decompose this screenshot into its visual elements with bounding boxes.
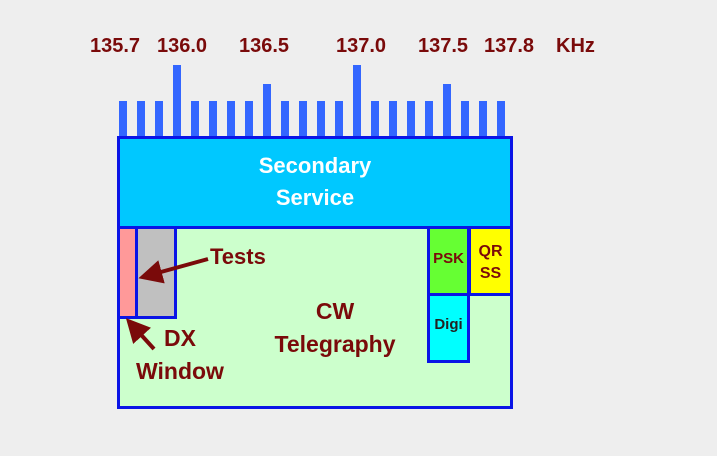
tick-minor (497, 101, 505, 137)
qrss-line1: QR (478, 243, 503, 260)
tick-minor (317, 101, 325, 137)
tick-medium (263, 84, 271, 137)
tick-minor (155, 101, 163, 137)
freq-label-137-5: 137.5 (418, 35, 469, 57)
qrss-line2: SS (479, 265, 502, 282)
digi-segment (427, 293, 470, 363)
tick-minor (389, 101, 397, 137)
secondary-line1: Secondary (258, 153, 372, 178)
tests-label: Tests (210, 244, 266, 269)
freq-unit-label: KHz (556, 35, 595, 57)
psk-label: PSK (433, 250, 464, 267)
frequency-ticks (119, 65, 505, 137)
qrss-label: QR SS (468, 241, 513, 285)
secondary-line2: Service (275, 185, 355, 210)
cw-line1: CW (315, 298, 355, 324)
tests-segment (135, 226, 177, 319)
tick-minor (407, 101, 415, 137)
cw-line2: Telegraphy (274, 331, 396, 357)
tick-minor (479, 101, 487, 137)
tick-minor (191, 101, 199, 137)
tick-minor (119, 101, 127, 137)
tick-minor (209, 101, 217, 137)
digi-label: Digi (434, 316, 463, 333)
tick-minor (137, 101, 145, 137)
qrss-segment (468, 226, 513, 296)
freq-label-137-0: 137.0 (336, 35, 387, 57)
dx-label: DX (164, 325, 196, 351)
tick-minor (245, 101, 253, 137)
tick-medium (443, 84, 451, 137)
freq-label-136-0: 136.0 (157, 35, 208, 57)
tick-major (353, 65, 361, 137)
window-label: Window (136, 358, 224, 384)
freq-label-137-8: 137.8 (484, 35, 535, 57)
tick-minor (281, 101, 289, 137)
psk-segment (427, 226, 470, 296)
tick-minor (371, 101, 379, 137)
freq-label-136-5: 136.5 (239, 35, 290, 57)
freq-label-135-7: 135.7 (90, 35, 141, 57)
tick-minor (425, 101, 433, 137)
secondary-service-segment (117, 136, 513, 229)
tick-minor (335, 101, 343, 137)
tick-minor (299, 101, 307, 137)
tick-major (173, 65, 181, 137)
tick-minor (461, 101, 469, 137)
cw-telegraphy-label: CW Telegraphy (250, 295, 420, 361)
secondary-service-label: Secondary Service (117, 150, 513, 214)
tick-minor (227, 101, 235, 137)
